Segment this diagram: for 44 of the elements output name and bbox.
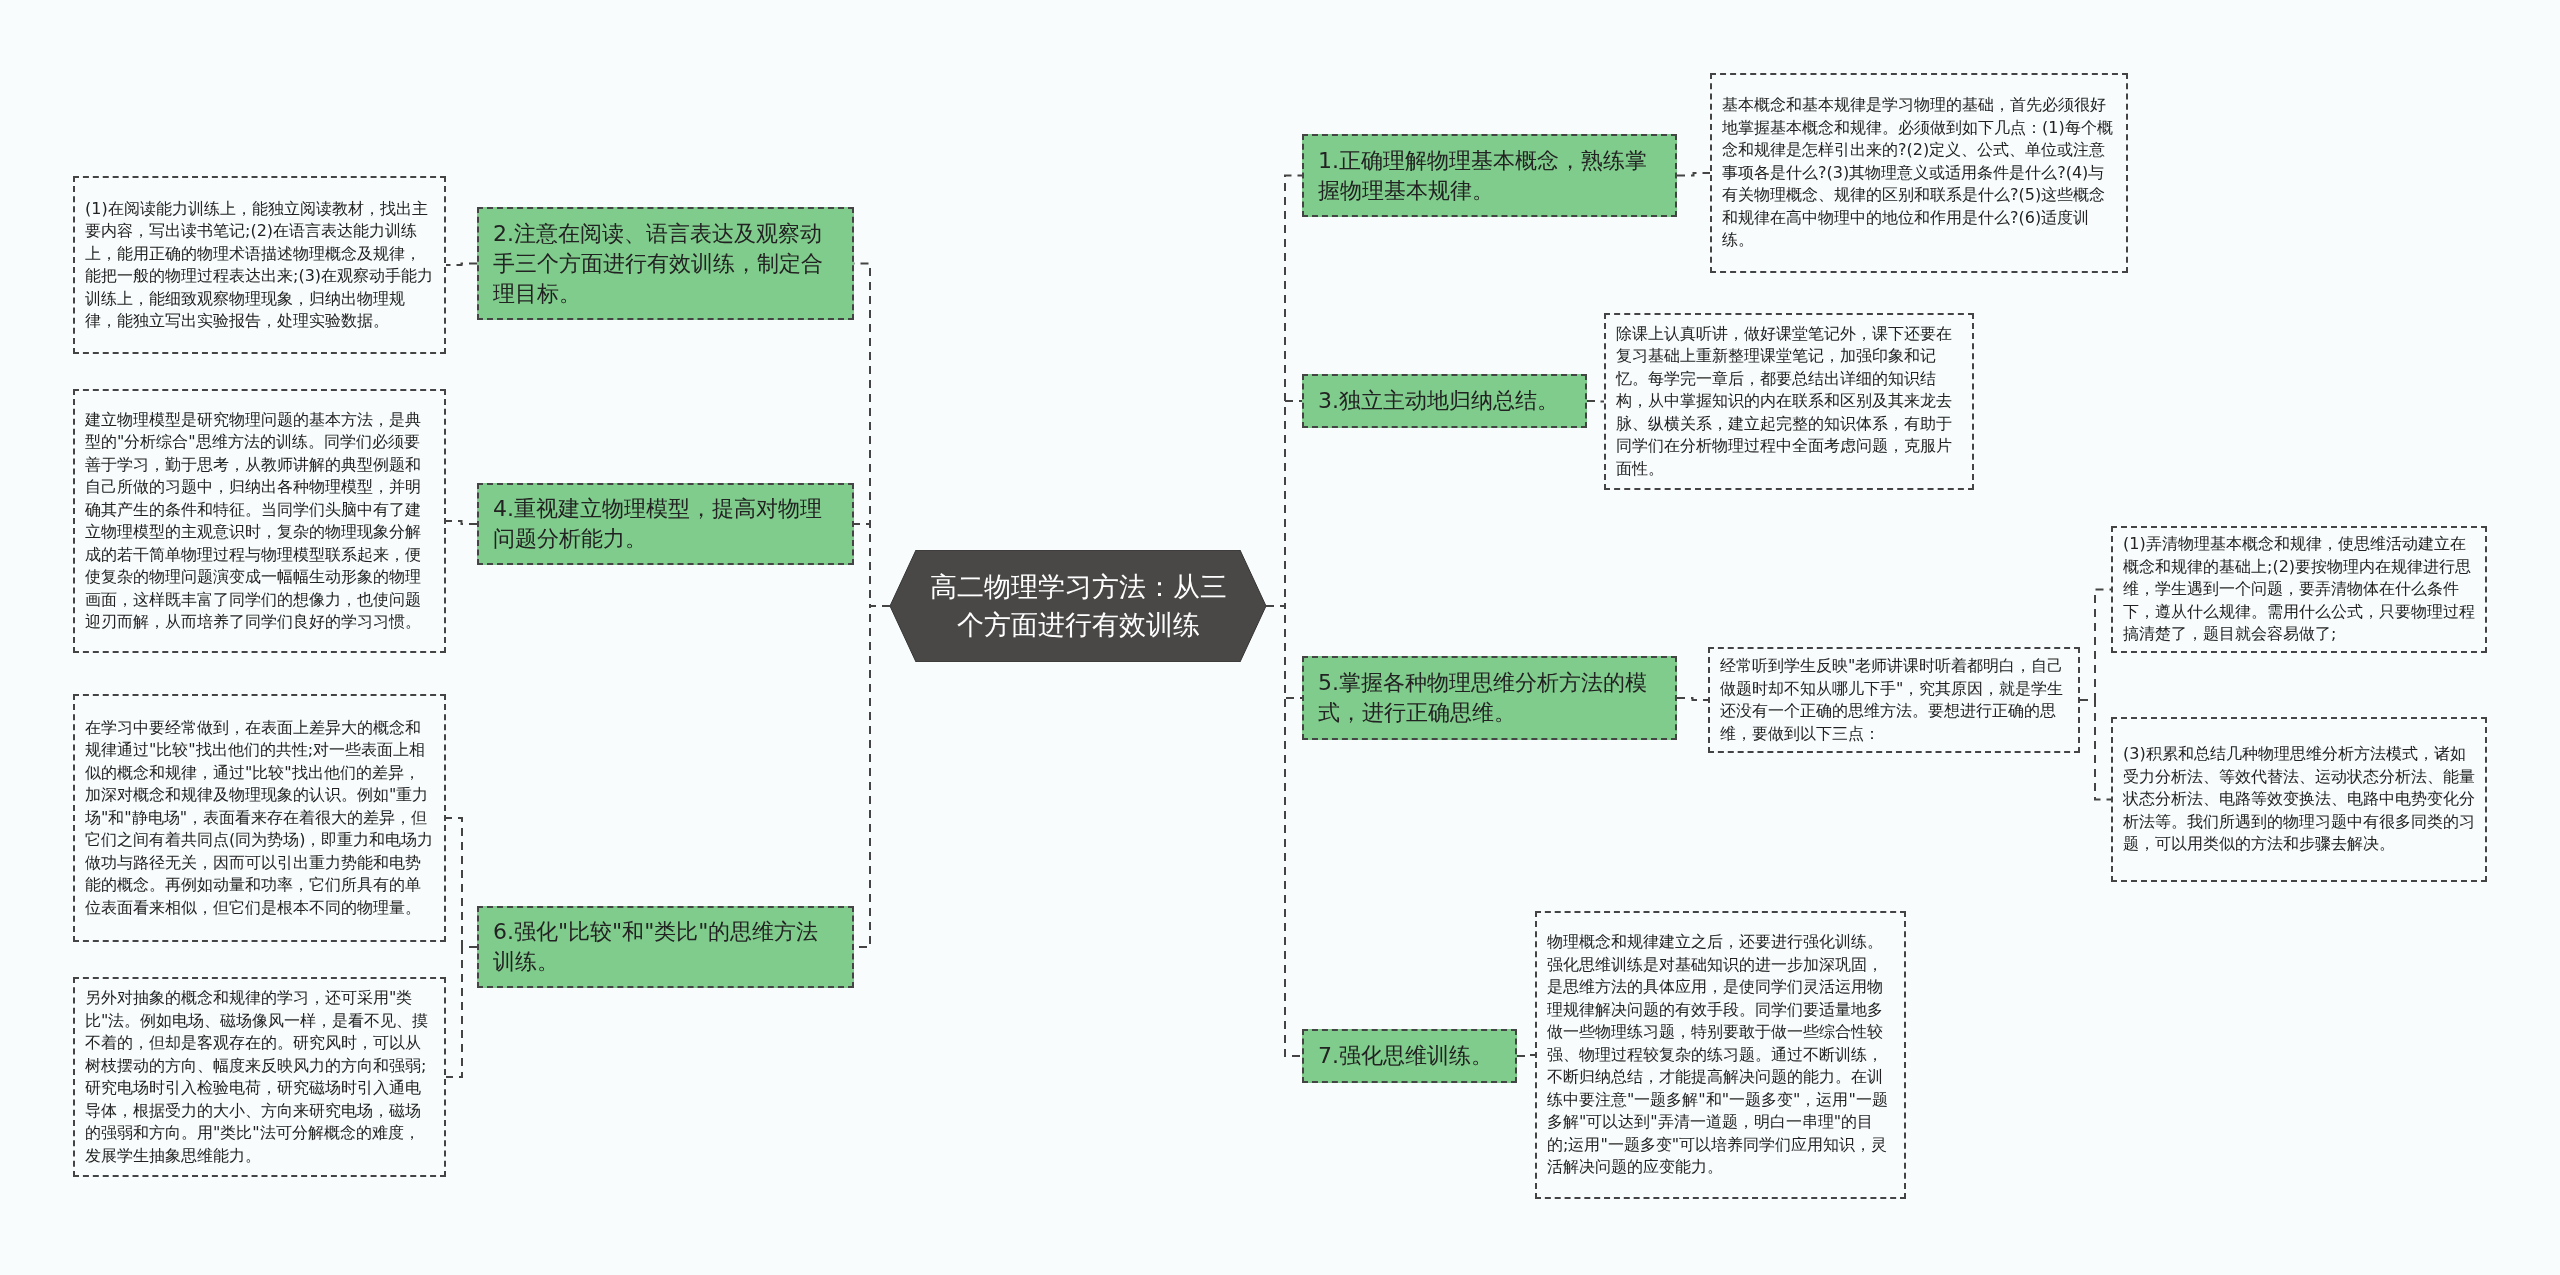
topic-text: 3.独立主动地归纳总结。 (1318, 387, 1559, 415)
central-topic-text: 高二物理学习方法：从三个方面进行有效训练 (928, 570, 1228, 642)
detail-box (1535, 911, 1906, 1199)
detail-box (2111, 717, 2487, 882)
connector-line (1676, 697, 1709, 701)
topic-box (1302, 374, 1587, 428)
connector-line (2079, 699, 2112, 801)
topic-box (477, 207, 854, 320)
connector-line (445, 520, 478, 525)
connector-line (1676, 172, 1711, 177)
detail-text: (3)积累和总结几种物理思维分析方法模式，诸如受力分析法、等效代替法、运动状态分析法、能量状态分析法、电路等效变换法、电路中电势变化分析法等。我们所遇到的物理习题中有很多同类的习题，可以用类似的方法和步骤去解决。 (2123, 743, 2475, 856)
topic-text: 5.掌握各种物理思维分析方法的模式，进行正确思维。 (1318, 669, 1648, 727)
detail-box (1710, 73, 2128, 273)
detail-text: 另外对抽象的概念和规律的学习，还可采用"类比"法。例如电场、磁场像风一样，是看不见、摸不着的，但却是客观存在的。研究风时，可以从树枝摆动的方向、幅度来反映风力的方向和强弱;研究电场时引入检验电荷，研究磁场时引入通电导体，根据受力的大小、方向来研究电场，磁场的强弱和方向。用"类比"法可分解概念的难度，发展学生抽象思维能力。 (85, 987, 430, 1167)
detail-box (73, 977, 446, 1177)
topic-text: 1.正确理解物理基本概念，熟练掌握物理基本规律。 (1318, 146, 1648, 205)
connector-line (1516, 1054, 1536, 1057)
detail-text: 建立物理模型是研究物理问题的基本方法，是典型的"分析综合"思维方法的训练。同学们必须要善于学习，勤于思考，从教师讲解的典型例题和自己所做的习题中，归纳出各种物理模型，并明确其产生的条件和特征。当同学们头脑中有了建立物理模型的主观意识时，复杂的物理现象分解成的若干简单物理过程与物理模型联系起来，便使复杂的物理问题演变成一幅幅生动形象的物理画面，这样既丰富了同学们的想像力，也使问题迎刃而解，从而培养了同学们良好的学习习惯。 (85, 408, 422, 633)
detail-text: 经常听到学生反映"老师讲课时听着都明白，自己做题时却不知从哪儿下手"，究其原因，就是学生还没有一个正确的思维方法。要想进行正确的思维，要做到以下三点： (1720, 655, 2065, 745)
detail-box (73, 389, 446, 653)
detail-text: (1)弄清物理基本概念和规律，使思维活动建立在概念和规律的基础上;(2)要按物理内在规律进行思维，学生遇到一个问题，要弄清物体在什么条件下，遵从什么规律。需用什么公式，只要物理过程搞清楚了，题目就会容易做了; (2123, 533, 2475, 646)
detail-box (73, 694, 446, 942)
detail-box (2111, 526, 2487, 653)
detail-text: 在学习中要经常做到，在表面上差异大的概念和规律通过"比较"找出他们的共性;对一些表面上相似的概念和规律，通过"比较"找出他们的差异，加深对概念和规律及物理现象的认识。例如"重力场"和"静电场"，表面看来存在着很大的差异，但它们之间有着共同点(同为势场)，即重力和电场力做功与路径无关，因而可以引出重力势能和电势能的概念。再例如动量和功率，它们所具有的单位表面看来相似，但它们是根本不同的物理量。 (85, 716, 434, 919)
topic-box (1302, 134, 1677, 217)
detail-text: (1)在阅读能力训练上，能独立阅读教材，找出主要内容，写出读书笔记;(2)在语言表达能力训练上，能用正确的物理术语描述物理概念及规律，能把一般的物理过程表达出来;(3)在观察动手能力训练上，能细致观察物理现象，归纳出物理规律，能独立写出实验报告，处理实验数据。 (85, 197, 434, 332)
connector-line (445, 262, 478, 266)
detail-box (73, 176, 446, 354)
topic-box (1302, 656, 1677, 740)
detail-box (1604, 313, 1974, 490)
detail-box (1708, 647, 2080, 753)
central-topic-box (890, 550, 1266, 662)
detail-text: 除课上认真听讲，做好课堂笔记外，课下还要在复习基础上重新整理课堂笔记，加强印象和记忆。每学完一章后，都要总结出详细的知识结构，从中掌握知识的内在联系和区别及其来龙去脉、纵横关系，建立起完整的知识体系，有助于同学们在分析物理过程中全面考虑问题，克服片面性。 (1616, 322, 1953, 480)
detail-text: 基本概念和基本规律是学习物理的基础，首先必须很好地掌握基本概念和规律。必须做到如下几点：(1)每个概念和规律是怎样引出来的?(2)定义、公式、单位或注意事项各是什么?(3)其物理意义或适用条件是什么?(4)与有关物理概念、规律的区别和联系是什么?(5)这些概念和规律在高中物理中的地位和作用是什么?(6)适度训练。 (1722, 94, 2114, 252)
topic-text: 4.重视建立物理模型，提高对物理问题分析能力。 (493, 495, 823, 553)
connector-line (445, 946, 478, 1078)
topic-box (1302, 1029, 1517, 1083)
topic-text: 7.强化思维训练。 (1318, 1042, 1493, 1070)
topic-text: 2.注意在阅读、语言表达及观察动手三个方面进行有效训练，制定合理目标。 (493, 219, 824, 308)
topic-box (477, 483, 854, 565)
topic-box (477, 906, 854, 988)
detail-text: 物理概念和规律建立之后，还要进行强化训练。强化思维训练是对基础知识的进一步加深巩固，是思维方法的具体应用，是使同学们灵活运用物理规律解决问题的有效手段。同学们要适量地多做一些物理练习题，特别要敢于做一些综合性较强、物理过程较复杂的练习题。通过不断训练，不断归纳总结，才能提高解决问题的能力。在训练中要注意"一题多解"和"一题多变"，运用"一题多解"可以达到"弄清一道题，明白一串理"的目的;运用"一题多变"可以培养同学们应用知识，灵活解决问题的应变能力。 (1547, 931, 1889, 1179)
connector-line (1586, 400, 1605, 403)
topic-text: 6.强化"比较"和"类比"的思维方法训练。 (493, 918, 820, 976)
